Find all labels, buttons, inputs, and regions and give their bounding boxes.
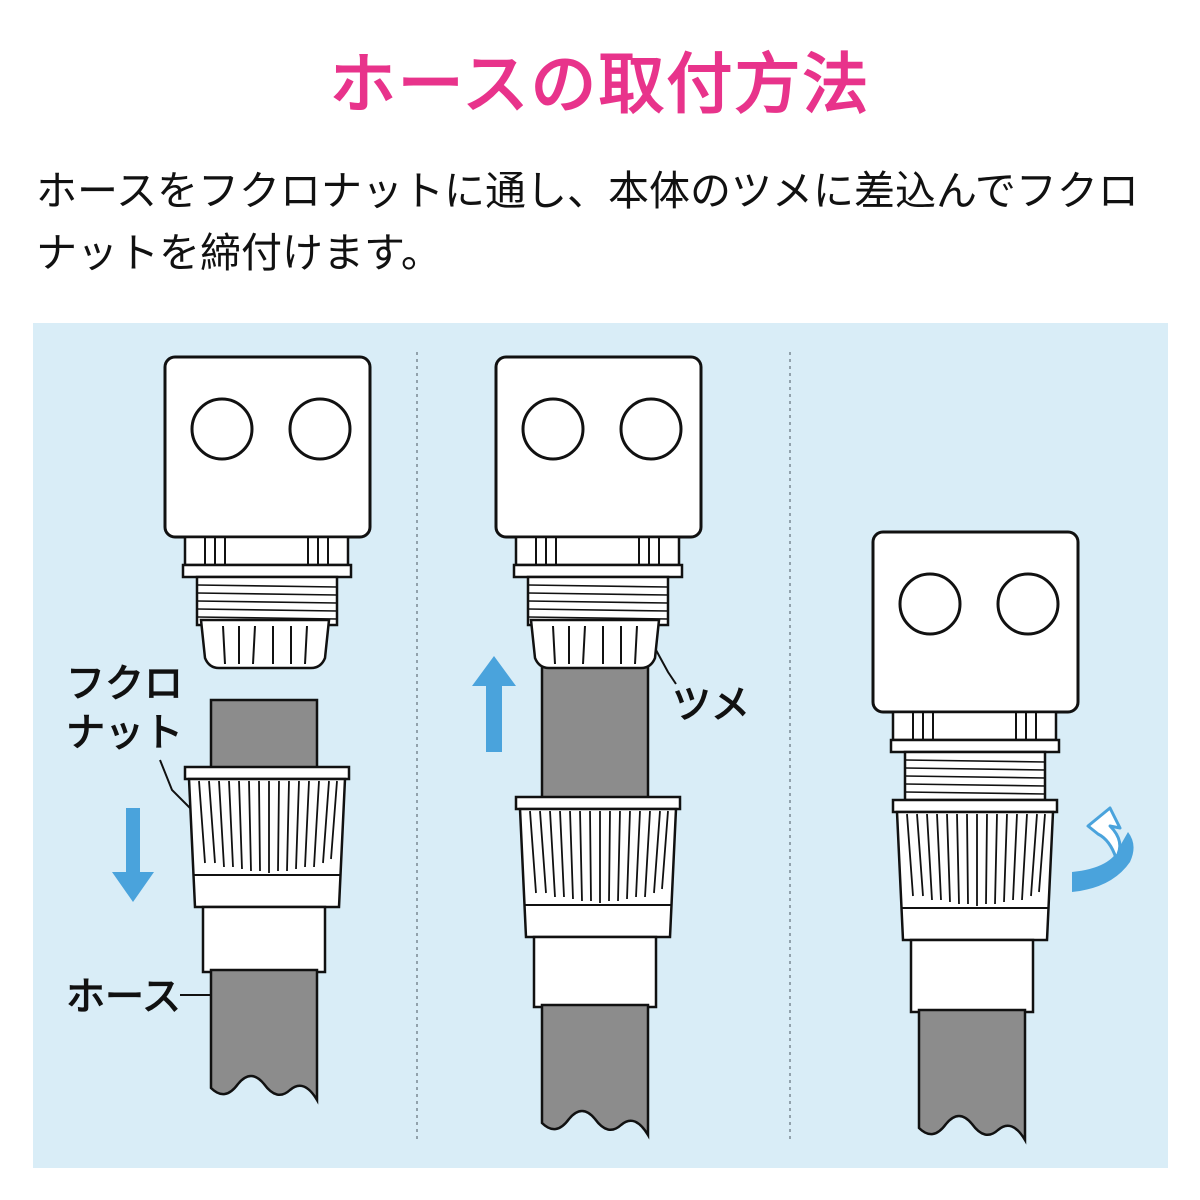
instruction-line-1: ホースをフクロナットに通し、本体のツメに差込んでフクロ: [36, 167, 1139, 215]
step-1-hose-top: [209, 698, 319, 772]
step-3-nut-collar: [909, 938, 1035, 1014]
step-1-fitting-thread: [181, 563, 353, 627]
step-2-fukuro-nut: [514, 795, 682, 939]
step-3-hose: [917, 1008, 1027, 1142]
instruction-text: ホースをフクロナットに通し、本体のツメに差込んでフクロ ナットを締付けます。: [36, 160, 1176, 284]
step-1-claws: [199, 618, 331, 670]
arrow-down-icon: [112, 808, 154, 902]
step-1-fitting-neck: [183, 535, 350, 567]
instruction-line-2: ナットを締付けます。: [36, 229, 442, 277]
page-title: ホースの取付方法: [329, 46, 871, 123]
nut-label-line1: フクロ: [66, 662, 183, 707]
step-1-fitting-head: [163, 355, 372, 539]
step-2-fitting-thread: [512, 563, 684, 627]
step-1-hose: [209, 968, 319, 1102]
nut-leader-line: [159, 759, 191, 809]
step-2-nut-collar: [532, 935, 658, 1009]
nut-label-line2: ナット: [66, 711, 183, 756]
claw-label: ツメ: [672, 683, 750, 728]
step-2-illustration: ツメ: [472, 355, 750, 1137]
rotate-arrow-icon: [1072, 832, 1134, 892]
arrow-up-icon: [472, 656, 516, 752]
step-1-illustration: フクロ ナット ホース: [66, 355, 372, 1102]
step-1-fukuro-nut: [183, 765, 351, 909]
step-1-nut-collar: [201, 905, 327, 974]
step-3-fitting-thread: [889, 738, 1061, 802]
rotate-arrow-head-icon: [1086, 806, 1122, 860]
hose-label: ホース: [66, 975, 181, 1020]
diagram-panel: フクロ ナット ホース ツメ: [33, 323, 1168, 1168]
step-2-claws: [529, 618, 661, 670]
step-3-illustration: [871, 530, 1134, 1142]
step-3-fitting-neck: [891, 710, 1058, 742]
step-2-hose-inserted: [540, 658, 650, 802]
step-2-hose: [540, 1003, 650, 1137]
step-2-fitting-neck: [514, 535, 681, 567]
claw-leader-line: [655, 649, 677, 685]
step-3-fukuro-nut: [891, 798, 1059, 942]
step-3-fitting-head: [871, 530, 1080, 714]
step-2-fitting-head: [494, 355, 703, 539]
